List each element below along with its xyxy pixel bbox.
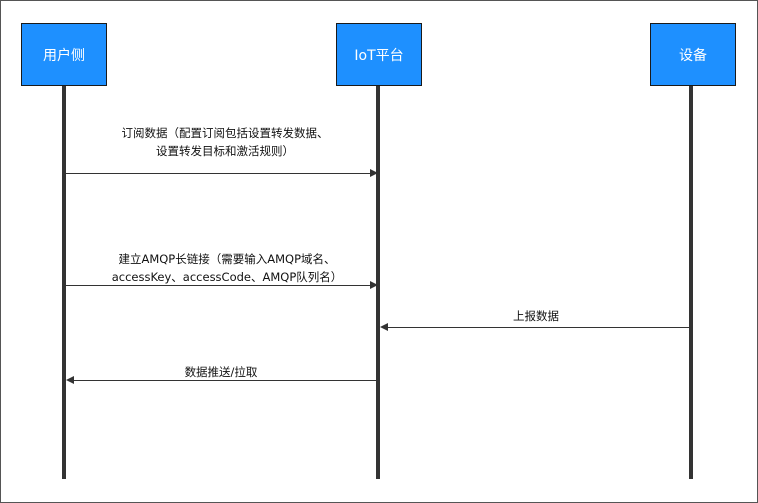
message-subscribe-line-1: 订阅数据（配置订阅包括设置转发数据、 [121, 126, 329, 140]
actor-device: 设备 [650, 23, 736, 86]
message-amqp-arrowhead [370, 281, 378, 289]
message-amqp-label: 建立AMQP长链接（需要输入AMQP域名、 accessKey、accessCo… [82, 250, 372, 286]
message-amqp-line-2: accessKey、accessCode、AMQP队列名） [111, 270, 343, 284]
message-subscribe-arrow-line [66, 173, 370, 174]
message-subscribe-line-2: 设置转发目标和激活规则） [156, 144, 294, 158]
lifeline-device [689, 86, 693, 479]
actor-user-side: 用户侧 [21, 23, 107, 86]
actor-iot-platform-label: IoT平台 [354, 47, 404, 64]
lifeline-user-side [62, 86, 66, 479]
message-amqp-arrow-line [66, 285, 370, 286]
message-report-label: 上报数据 [386, 307, 686, 325]
actor-device-label: 设备 [679, 47, 707, 64]
actor-iot-platform: IoT平台 [336, 23, 422, 86]
message-push-line-1: 数据推送/拉取 [184, 365, 258, 379]
message-subscribe-arrowhead [370, 169, 378, 177]
message-report-arrow-line [388, 327, 689, 328]
message-report-arrowhead [380, 323, 388, 331]
message-subscribe-label: 订阅数据（配置订阅包括设置转发数据、 设置转发目标和激活规则） [80, 124, 370, 160]
message-push-label: 数据推送/拉取 [66, 363, 376, 381]
actor-user-side-label: 用户侧 [43, 47, 85, 64]
message-report-line-1: 上报数据 [513, 309, 559, 323]
message-amqp-line-1: 建立AMQP长链接（需要输入AMQP域名、 [118, 252, 336, 266]
message-push-arrow-line [74, 380, 376, 381]
lifeline-iot-platform [376, 86, 380, 479]
message-push-arrowhead [66, 376, 74, 384]
